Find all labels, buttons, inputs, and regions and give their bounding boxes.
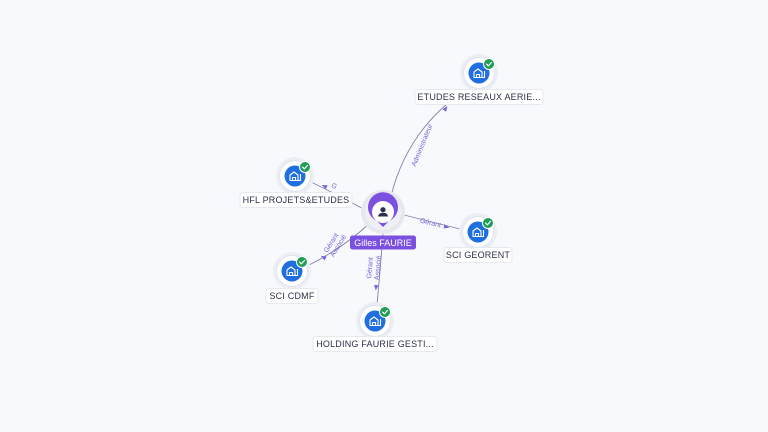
- company-node-etudes[interactable]: ETUDES RESEAUX AERIE...: [414, 54, 544, 105]
- company-label: SCI CDMF: [265, 288, 319, 304]
- company-building-icon: [473, 68, 486, 79]
- person-name-tag: Gilles FAURIE: [350, 235, 416, 250]
- edge-arrow: [320, 255, 327, 261]
- verified-check-icon: [483, 58, 495, 70]
- node-disc: [467, 221, 489, 243]
- company-building-icon: [286, 266, 299, 277]
- company-name: SCI GEORENT: [446, 250, 511, 260]
- edge-line: [390, 103, 448, 197]
- edges-layer: AdministrateurGGérantGérantAssociéGérant…: [308, 103, 465, 306]
- company-name: HFL PROJETS&ETUDES: [243, 195, 350, 205]
- verified-check-icon: [296, 256, 308, 268]
- relation-edge-georent: Gérant: [399, 213, 465, 231]
- node-disc: [281, 260, 303, 282]
- center-person-node[interactable]: Gilles FAURIE: [350, 190, 416, 250]
- edge-arrow: [442, 105, 448, 112]
- edge-arrow: [374, 284, 379, 291]
- edge-arrow: [443, 224, 450, 229]
- company-name: SCI CDMF: [269, 291, 314, 301]
- edge-line: [308, 222, 371, 266]
- node-disc: [284, 165, 306, 187]
- company-label: ETUDES RESEAUX AERIE...: [414, 89, 544, 105]
- company-node-holding[interactable]: HOLDING FAURIE GESTI...: [312, 302, 438, 352]
- nodes-layer: ETUDES RESEAUX AERIE... HFL PROJETS&ETUDE…: [239, 54, 544, 352]
- person-icon: [378, 207, 388, 217]
- edge-label: Associé: [374, 255, 383, 280]
- verified-check-icon: [299, 161, 311, 173]
- edge-label: Gérant: [366, 257, 375, 279]
- node-disc: [364, 310, 386, 332]
- edge-label: G: [330, 182, 338, 191]
- company-node-hfl[interactable]: HFL PROJETS&ETUDES: [239, 157, 353, 208]
- company-label: HOLDING FAURIE GESTI...: [312, 336, 438, 352]
- company-building-icon: [472, 227, 485, 238]
- relation-edge-etudes: Administrateur: [390, 103, 448, 197]
- company-building-icon: [369, 316, 382, 327]
- company-name: HOLDING FAURIE GESTI...: [316, 339, 434, 349]
- company-label: SCI GEORENT: [443, 247, 513, 263]
- company-node-georent[interactable]: SCI GEORENT: [443, 213, 513, 263]
- company-node-cdmf[interactable]: SCI CDMF: [265, 252, 319, 304]
- edge-line: [399, 213, 465, 231]
- company-building-icon: [289, 171, 302, 182]
- company-name: ETUDES RESEAUX AERIE...: [417, 92, 540, 102]
- person-name: Gilles FAURIE: [354, 238, 412, 248]
- edge-label: Gérant: [419, 218, 442, 230]
- company-label: HFL PROJETS&ETUDES: [239, 192, 353, 208]
- node-disc: [468, 62, 490, 84]
- verified-check-icon: [379, 306, 391, 318]
- edge-arrow: [321, 184, 328, 190]
- verified-check-icon: [482, 217, 494, 229]
